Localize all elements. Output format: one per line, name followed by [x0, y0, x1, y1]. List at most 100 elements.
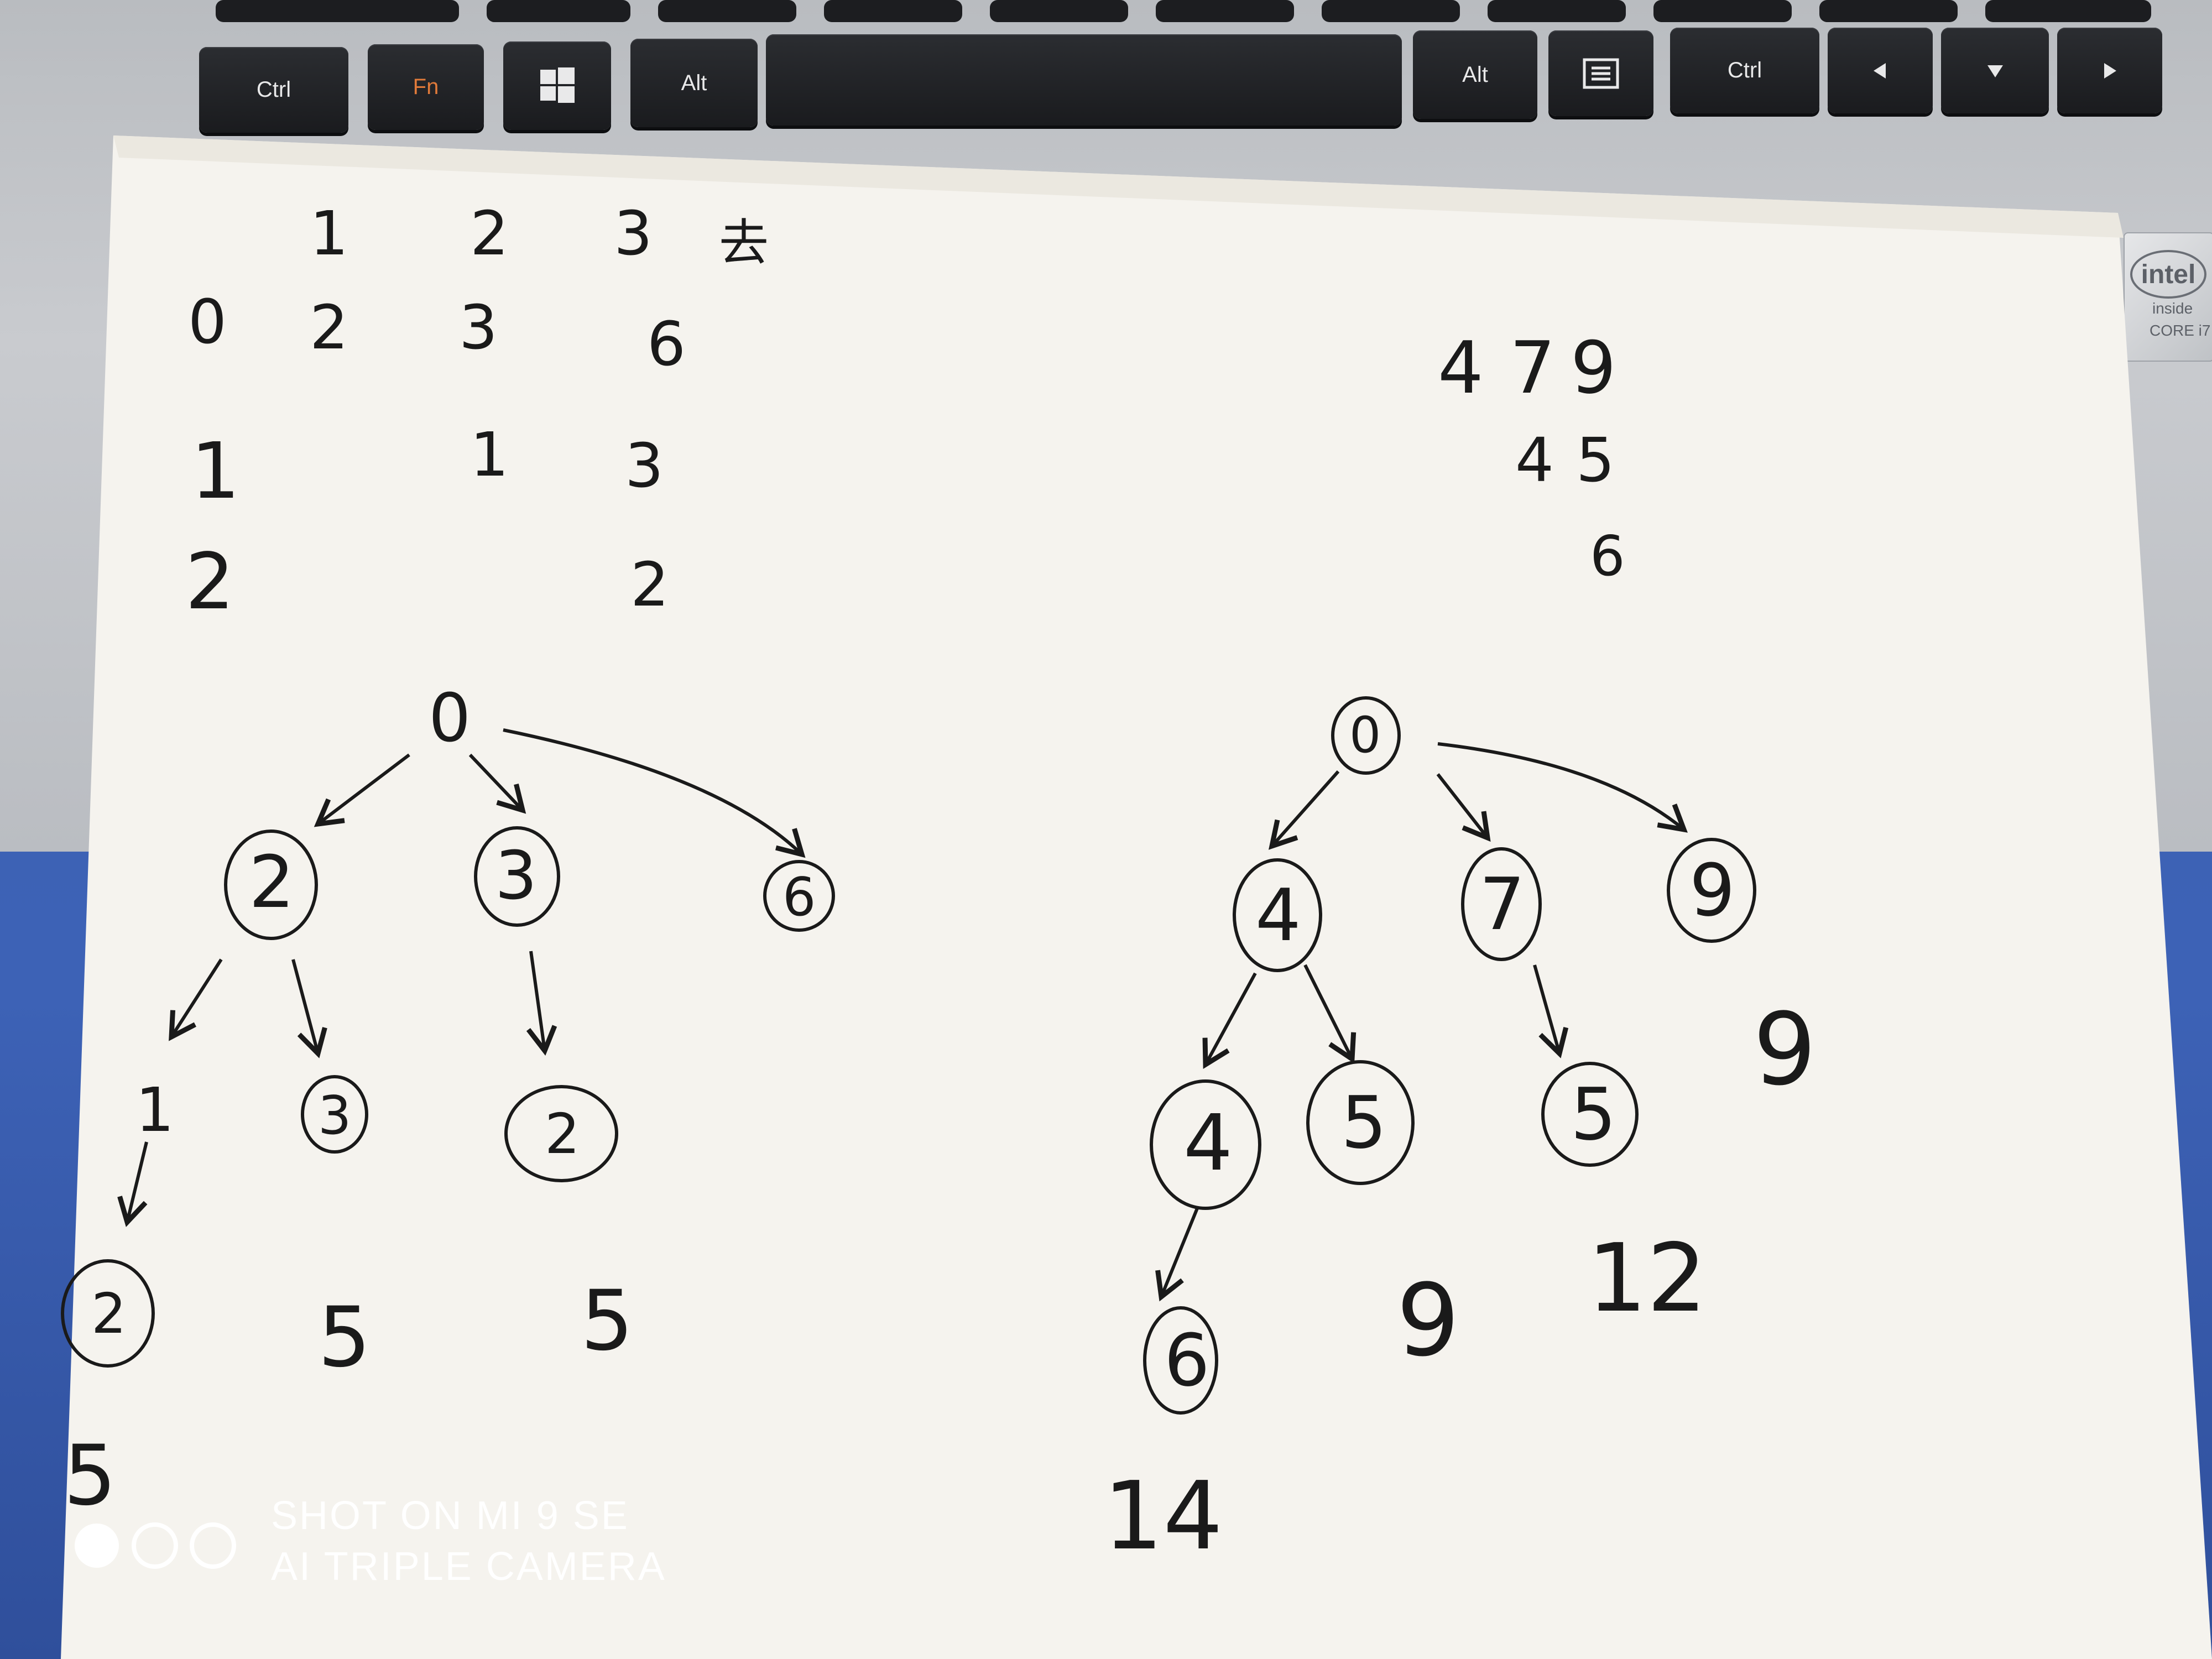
menu-icon [1583, 58, 1619, 88]
watermark-line2: AI TRIPLE CAMERA [271, 1545, 666, 1589]
left-node-2c-circle [61, 1259, 155, 1368]
right-edge-root-4 [1268, 770, 1340, 850]
left-table-row1-cell3: 3 [625, 430, 664, 501]
right-table-row2-a: 4 [1515, 425, 1554, 495]
right-node-4: 4 [1255, 873, 1301, 957]
left-table-header-4: 去 [719, 214, 769, 272]
windows-key [503, 41, 611, 130]
arrow-left-icon [1874, 62, 1886, 79]
left-edge-2-3 [291, 959, 327, 1058]
left-edge-root-2 [314, 753, 410, 827]
windows-icon [540, 67, 575, 103]
right-node-root: 0 [1349, 706, 1381, 764]
left-table-header-2: 2 [470, 198, 509, 269]
key-top-8 [1488, 0, 1626, 22]
right-edge-4-6 [1155, 1207, 1199, 1302]
fn-key: Fn [368, 44, 484, 130]
left-edge-2-1 [169, 958, 223, 1041]
intel-sticker: intel inside CORE i7 [2124, 232, 2212, 362]
left-table-row0-cell3: 6 [647, 309, 686, 379]
ctrl-right-key: Ctrl [1670, 28, 1819, 113]
left-table-row2-label: 2 [185, 537, 234, 627]
left-node-2b: 2 [545, 1102, 580, 1166]
paper-surface [61, 135, 2212, 1659]
key-top-11 [1985, 0, 2151, 22]
left-node-3-circle [474, 826, 560, 927]
left-node-2b-circle [504, 1085, 618, 1182]
left-table-header-1: 1 [310, 198, 348, 269]
left-node-1: 1 [135, 1074, 174, 1145]
key-top-2 [487, 0, 630, 22]
right-node-7-circle [1461, 847, 1542, 961]
right-tree [1143, 696, 1756, 1415]
left-table-row0-label: 0 [188, 286, 227, 357]
left-table-row0-cell2: 3 [459, 292, 498, 363]
arrow-down-key [1941, 28, 2049, 113]
right-node-5b: 5 [1571, 1072, 1616, 1156]
right-node-6: 6 [1164, 1318, 1210, 1402]
arrow-down-icon [1987, 65, 2003, 77]
right-node-5b-circle [1541, 1062, 1639, 1167]
left-edge-3-2 [526, 951, 557, 1056]
left-table-row1-label: 1 [191, 426, 240, 517]
left-edge-root-3 [468, 753, 526, 814]
right-edge-root-7 [1436, 773, 1491, 842]
intel-inside-text: inside [2152, 300, 2193, 317]
right-node-5: 5 [1341, 1081, 1387, 1165]
right-edge-7-5 [1533, 964, 1569, 1058]
alt-right-key: Alt [1413, 30, 1537, 119]
left-node-root: 0 [429, 680, 471, 757]
intel-logo: intel [2130, 250, 2206, 299]
key-top-6 [1156, 0, 1294, 22]
left-table-row2-cell3: 2 [630, 549, 669, 620]
arrow-left-key [1828, 28, 1933, 113]
right-sum-3: 9 [1753, 992, 1817, 1108]
left-edge-root-6 [503, 728, 806, 858]
right-table: 4 7 9 4 5 6 [1438, 326, 1625, 588]
left-node-6-circle [763, 860, 835, 932]
left-node-3b-circle [301, 1075, 368, 1154]
left-sum-2: 5 [581, 1273, 633, 1369]
right-table-row1-a: 4 [1438, 326, 1484, 410]
key-top-7 [1322, 0, 1460, 22]
left-sum-1: 5 [318, 1290, 371, 1386]
right-table-row1-c: 9 [1571, 326, 1616, 410]
left-node-3: 3 [495, 838, 537, 915]
key-top-10 [1819, 0, 1958, 22]
right-table-row1-b: 7 [1510, 326, 1556, 410]
right-table-row3-a: 6 [1590, 524, 1625, 588]
right-node-7: 7 [1479, 862, 1525, 946]
right-node-4b-circle [1150, 1079, 1261, 1210]
spacebar-key [766, 34, 1402, 126]
right-edge-root-9 [1437, 742, 1688, 833]
paper-shadow [113, 135, 2124, 238]
key-top-9 [1653, 0, 1792, 22]
right-node-9: 9 [1689, 848, 1735, 932]
right-root-circle [1331, 696, 1401, 775]
right-node-9-circle [1667, 838, 1756, 943]
right-sum-2: 12 [1587, 1224, 1707, 1333]
camera-dots-icon [75, 1522, 236, 1569]
left-node-2-circle [224, 830, 318, 940]
left-tree [61, 728, 835, 1368]
key-top-5 [990, 0, 1128, 22]
left-node-2c: 2 [91, 1281, 127, 1346]
left-edge-1-2 [117, 1141, 148, 1227]
arrow-right-icon [2104, 62, 2116, 79]
right-edge-4-5 [1303, 964, 1357, 1064]
left-node-3b: 3 [318, 1086, 351, 1146]
right-node-4b: 4 [1183, 1098, 1233, 1188]
right-table-row2-b: 5 [1576, 425, 1615, 495]
left-node-6: 6 [782, 867, 816, 928]
alt-left-key: Alt [630, 39, 758, 127]
ctrl-left-key: Ctrl [199, 47, 348, 133]
left-tree-labels: 0 2 3 6 1 3 2 2 5 5 5 [64, 680, 816, 1524]
right-tree-labels: 0 4 7 9 4 5 5 6 9 12 9 14 [1103, 706, 1817, 1571]
left-node-2: 2 [249, 840, 295, 924]
intel-core-text: CORE i7 [2150, 322, 2211, 339]
right-sum-bottom: 14 [1103, 1462, 1223, 1571]
menu-key [1548, 30, 1653, 116]
key-top-1 [216, 0, 459, 22]
left-table-row1-cell2: 1 [470, 419, 509, 490]
right-node-5-circle [1306, 1060, 1415, 1185]
